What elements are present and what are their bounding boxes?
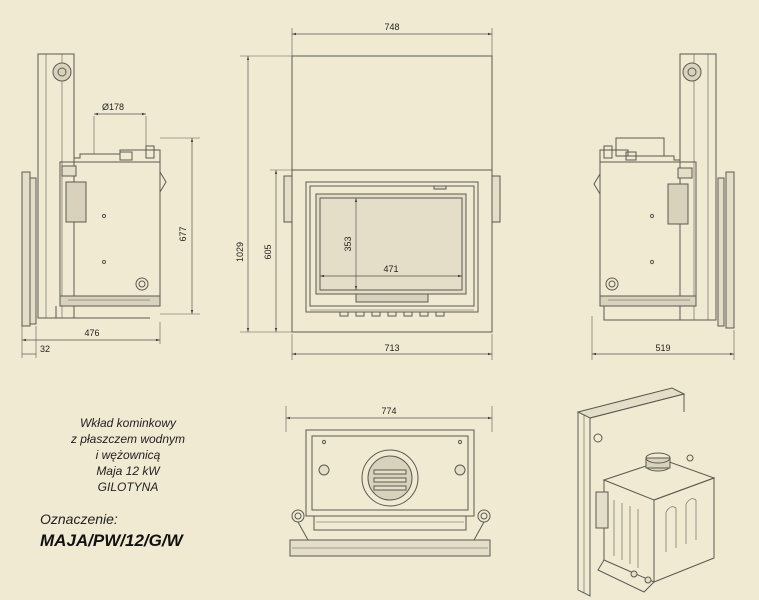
plan-view: 774 xyxy=(285,406,493,557)
dim-glass-width: 471 xyxy=(383,264,398,274)
dim-plan-width: 774 xyxy=(381,406,396,416)
right-side-view xyxy=(593,53,735,329)
left-dimensions: 677 Ø178 476 32 xyxy=(21,102,200,358)
dim-side-offset: 32 xyxy=(40,344,50,354)
caption-line-1: Wkład kominkowy xyxy=(80,416,177,430)
product-caption: Wkład kominkowy z płaszczem wodnym i węż… xyxy=(40,416,185,550)
caption-line-4: Maja 12 kW xyxy=(96,464,161,478)
designation-label: Oznaczenie: xyxy=(40,511,118,527)
front-view xyxy=(283,55,501,333)
caption-line-3: i wężownicą xyxy=(96,448,161,462)
dim-front-height: 1029 xyxy=(235,242,245,262)
dim-front-width: 713 xyxy=(384,343,399,353)
dim-door-height: 605 xyxy=(263,244,273,259)
dim-top-width: 748 xyxy=(384,22,399,32)
caption-line-2: z płaszczem wodnym xyxy=(70,432,185,446)
isometric-view xyxy=(576,387,716,597)
dim-side-depth: 476 xyxy=(84,328,99,338)
left-side-view xyxy=(21,53,167,327)
dim-flue-diameter: Ø178 xyxy=(102,102,124,112)
dim-side-height: 677 xyxy=(178,226,188,241)
dim-glass-height: 353 xyxy=(343,236,353,251)
front-dimensions: 748 1029 605 353 471 713 xyxy=(235,22,493,360)
caption-line-5: GILOTYNA xyxy=(98,480,159,494)
designation-code: MAJA/PW/12/G/W xyxy=(40,531,185,550)
right-dimensions: 519 xyxy=(591,316,735,360)
dim-right-depth: 519 xyxy=(655,343,670,353)
